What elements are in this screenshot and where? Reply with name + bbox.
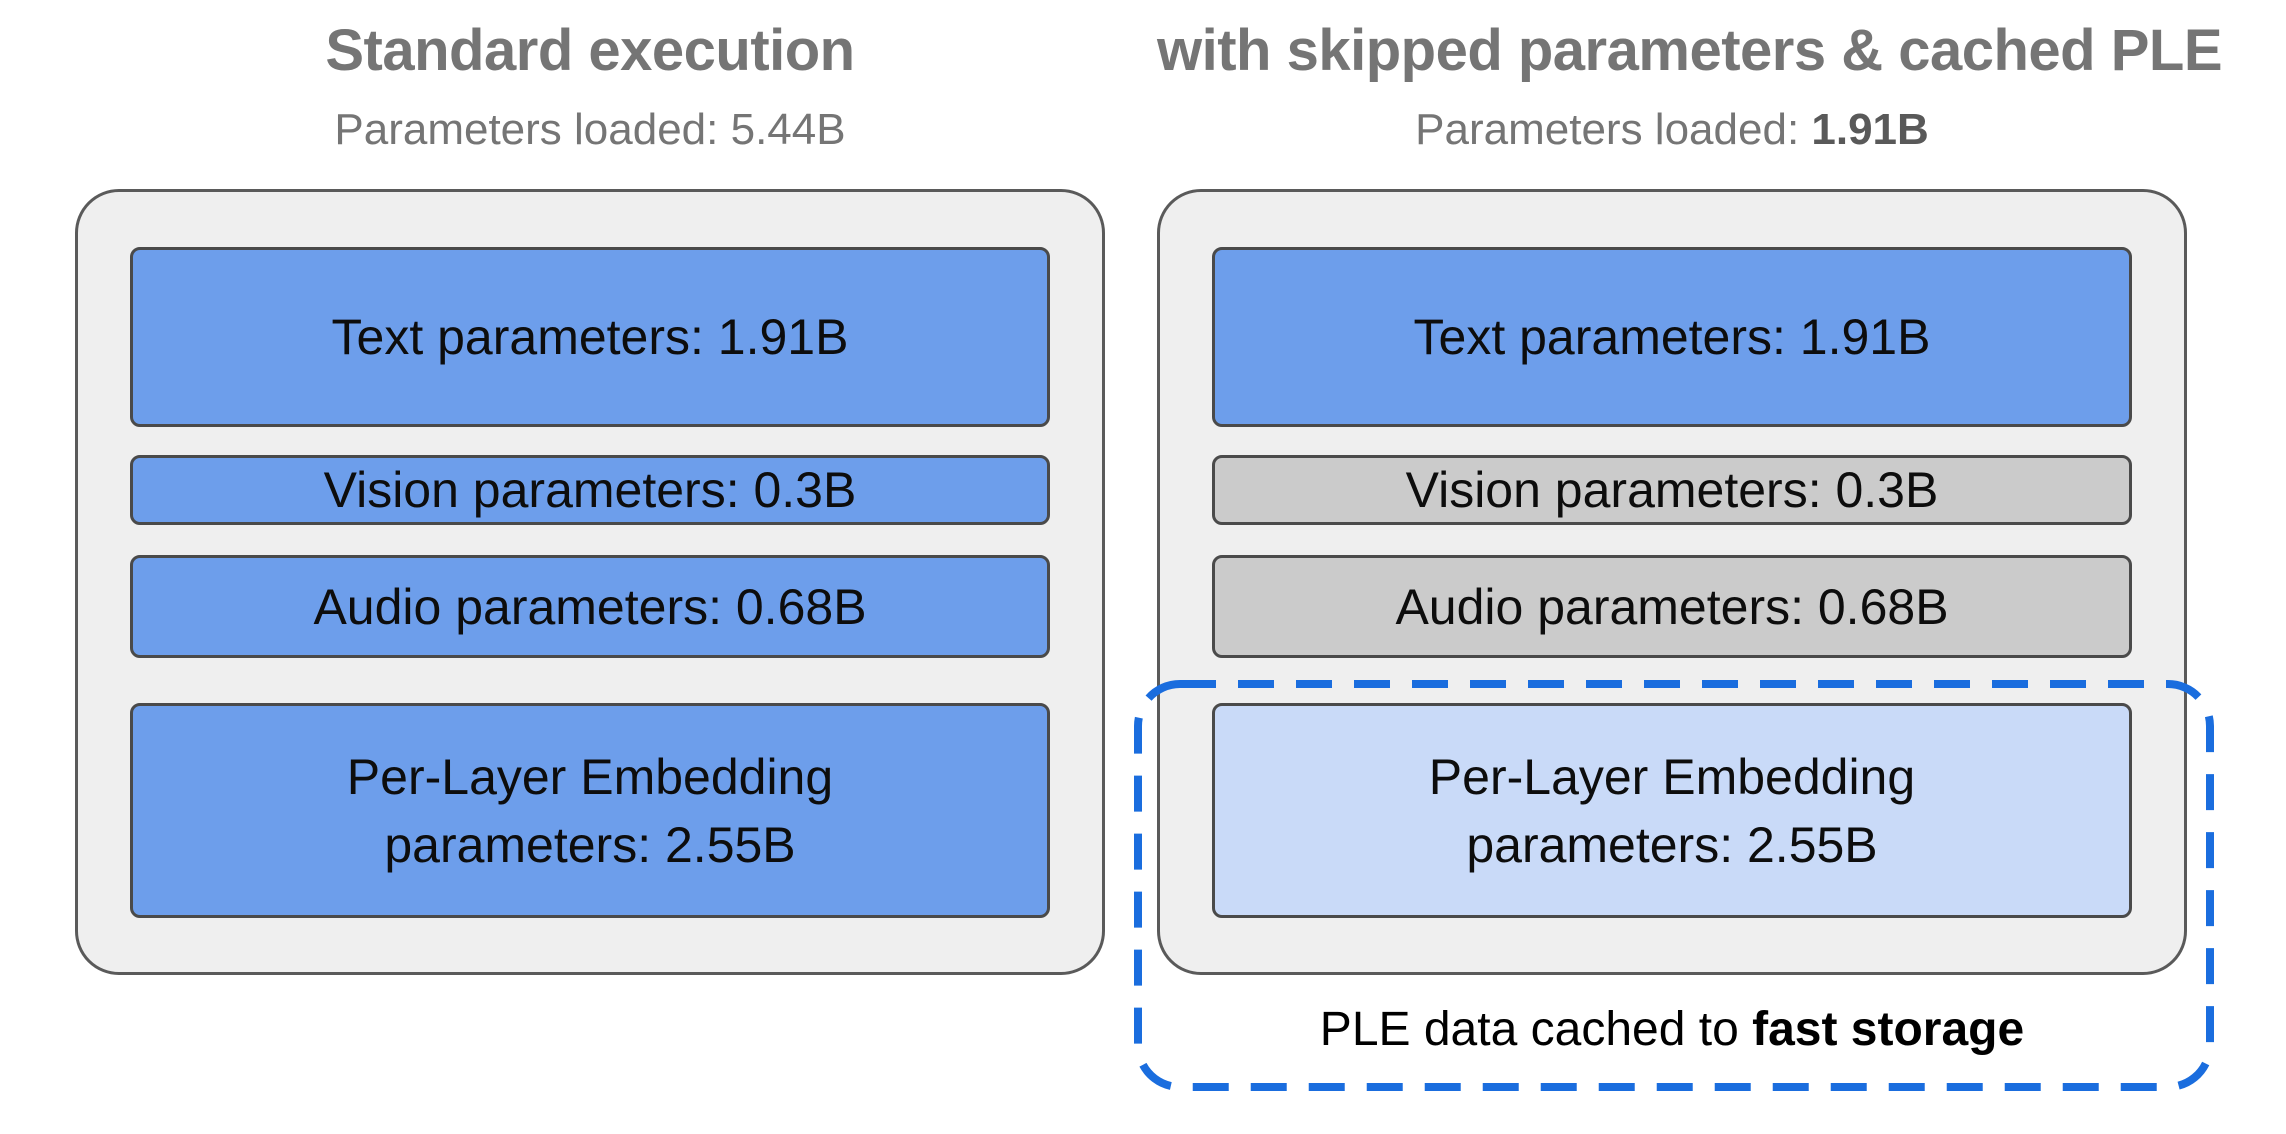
left-subtitle-label: Parameters loaded: (334, 105, 731, 154)
right-vision-params-label: Vision parameters: 0.3B (1405, 462, 1939, 518)
left-subtitle-value: 5.44B (730, 105, 846, 154)
right-vision-params-box-skipped: Vision parameters: 0.3B (1212, 455, 2132, 525)
ple-cache-callout: PLE data cached to fast storage (1157, 1002, 2187, 1058)
left-column-subtitle: Parameters loaded: 5.44B (75, 103, 1105, 157)
right-audio-params-box-skipped: Audio parameters: 0.68B (1212, 555, 2132, 658)
left-ple-params-label-line2: parameters: 2.55B (384, 816, 796, 873)
right-subtitle-value: 1.91B (1811, 105, 1929, 154)
right-subtitle-label: Parameters loaded: (1415, 105, 1812, 154)
left-audio-params-box: Audio parameters: 0.68B (130, 555, 1050, 658)
left-ple-params-label-line1: Per-Layer Embedding (346, 748, 834, 805)
left-vision-params-box: Vision parameters: 0.3B (130, 455, 1050, 525)
right-column-subtitle: Parameters loaded: 1.91B (1157, 103, 2187, 157)
right-text-params-label: Text parameters: 1.91B (1413, 309, 1931, 365)
right-ple-params-box-cached: Per-Layer Embedding parameters: 2.55B (1212, 703, 2132, 918)
ple-cache-callout-bold-text: fast storage (1752, 1003, 2025, 1056)
left-text-params-box: Text parameters: 1.91B (130, 247, 1050, 427)
right-audio-params-label: Audio parameters: 0.68B (1395, 578, 1949, 635)
right-ple-params-label-line1: Per-Layer Embedding (1428, 748, 1916, 805)
left-vision-params-label: Vision parameters: 0.3B (323, 462, 857, 518)
right-column-title: with skipped parameters & cached PLE (1157, 18, 2223, 83)
right-ple-params-label-line2: parameters: 2.55B (1466, 816, 1878, 873)
right-text-params-box: Text parameters: 1.91B (1212, 247, 2132, 427)
ple-cache-callout-text: PLE data cached to (1319, 1003, 1753, 1056)
left-text-params-label: Text parameters: 1.91B (331, 309, 849, 365)
left-audio-params-label: Audio parameters: 0.68B (313, 578, 867, 635)
standard-execution-panel: Text parameters: 1.91B Vision parameters… (75, 189, 1105, 975)
left-ple-params-box: Per-Layer Embedding parameters: 2.55B (130, 703, 1050, 918)
left-column-title: Standard execution (325, 18, 855, 83)
skipped-params-cached-ple-panel: Text parameters: 1.91B Vision parameters… (1157, 189, 2187, 975)
